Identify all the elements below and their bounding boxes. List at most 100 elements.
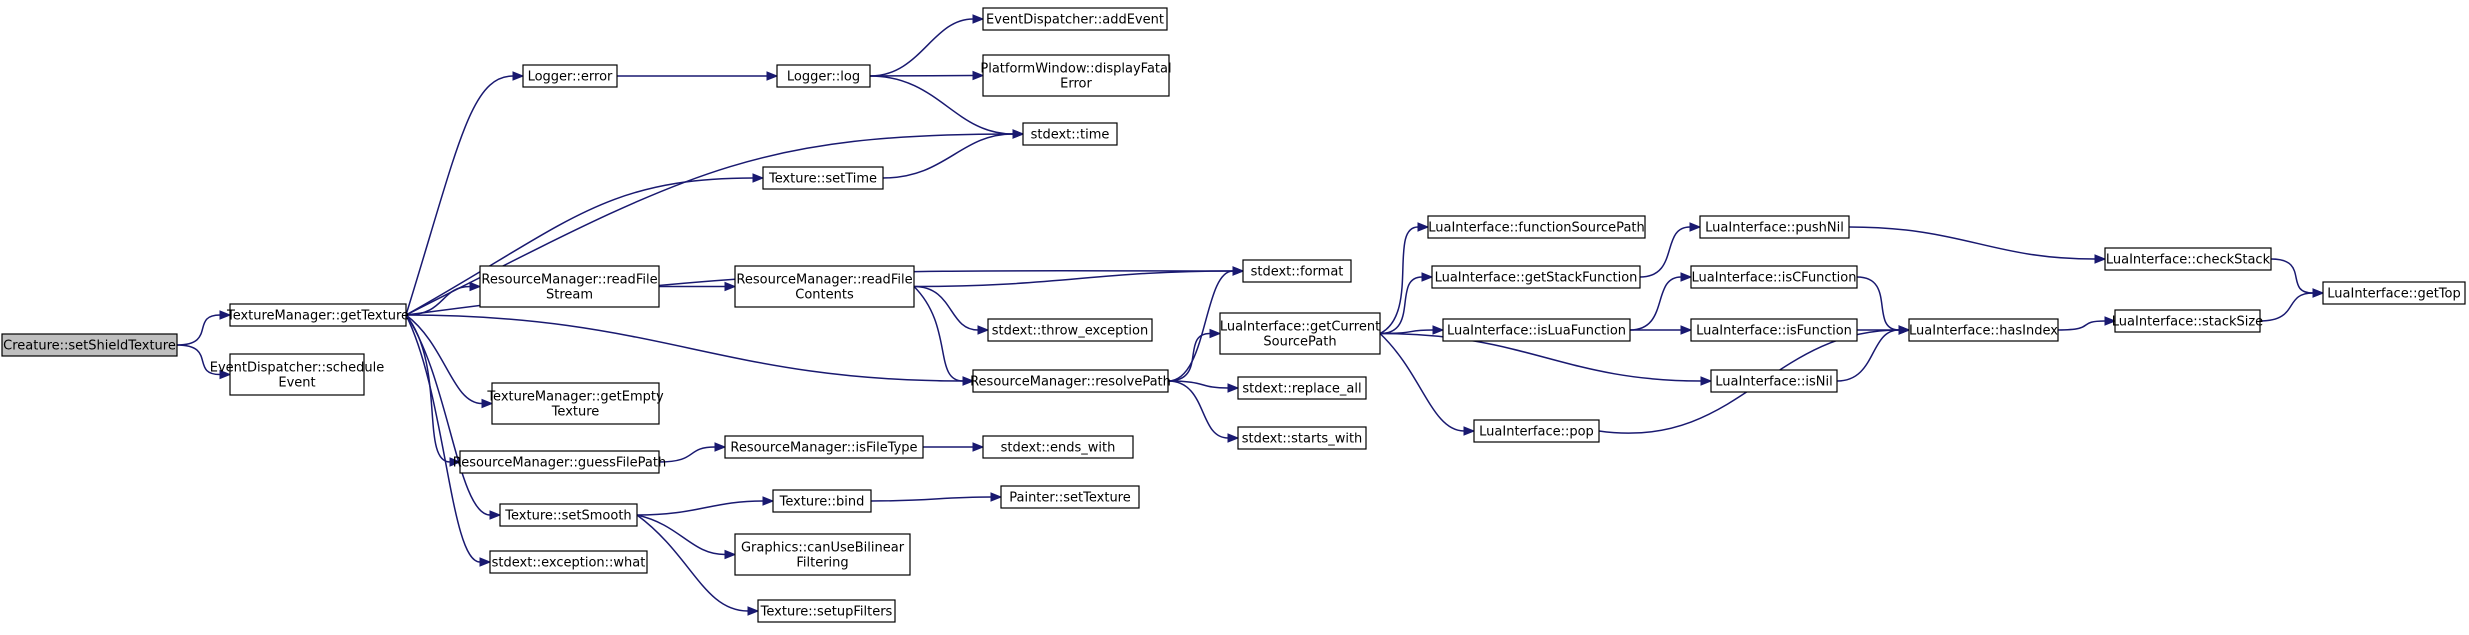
node-box [1690,265,1858,289]
graph-node-tex-bind[interactable]: Texture::bind [772,489,872,513]
graph-node-lua-isLuaFunction[interactable]: LuaInterface::isLuaFunction [1442,318,1631,342]
node-box [1000,485,1140,509]
arrowhead [972,70,985,81]
node-label: LuaInterface::getStackFunction [1435,271,1638,286]
graph-node-lua-checkStack[interactable]: LuaInterface::checkStack [2104,247,2272,271]
node-box [982,7,1168,31]
graph-edge [1167,380,1240,443]
node-label: stdext::replace_all [1242,382,1361,397]
graph-node-ed-addEvent[interactable]: EventDispatcher::addEvent [982,7,1168,31]
node-box [734,265,915,308]
arrowhead [747,606,760,616]
node-box [982,54,1170,97]
graph-edge [1639,222,1702,278]
graph-edge [869,70,985,81]
arrowhead [219,310,232,320]
node-box [1427,215,1646,239]
graph-node-rm-resolvePath[interactable]: ResourceManager::resolvePath [970,369,1171,393]
graph-node-stdext-what[interactable]: stdext::exception::what [489,550,648,574]
graph-node-tex-setupFilters[interactable]: Texture::setupFilters [757,599,896,623]
arrowhead [1421,272,1434,282]
node-label: SourcePath [1263,335,1336,350]
arrowhead [1680,325,1693,335]
node-label: stdext::exception::what [492,556,646,571]
graph-node-logger-log[interactable]: Logger::log [776,64,871,88]
graph-edge [882,129,1025,179]
graph-node-tm-getTexture[interactable]: TextureManager::getTexture [226,303,409,327]
node-box [1242,259,1352,283]
node-label: EventDispatcher::schedule [210,361,384,376]
graph-edge [913,285,990,335]
arrowhead [2312,288,2325,298]
graph-edge [869,14,985,77]
node-label: LuaInterface::isNil [1715,375,1833,390]
node-label: Logger::error [528,70,613,85]
graph-edge [405,314,492,567]
graph-node-stdext-replace[interactable]: stdext::replace_all [1237,376,1367,400]
node-label: Event [278,376,315,391]
graph-node-root[interactable]: Creature::setShieldTexture [1,333,178,357]
graph-node-lua-hasIndex[interactable]: LuaInterface::hasIndex [1908,318,2059,342]
node-label: stdext::format [1251,265,1344,280]
graph-node-lua-pushNil[interactable]: LuaInterface::pushNil [1699,215,1850,239]
graph-node-stdext-ends[interactable]: stdext::ends_with [982,435,1134,459]
graph-edge [1379,332,1713,386]
arrowhead [752,173,765,183]
graph-edge [405,173,765,316]
node-label: ResourceManager::isFileType [730,441,917,456]
arrowhead [972,14,985,24]
graph-node-lua-getTop[interactable]: LuaInterface::getTop [2322,281,2466,305]
node-label: TextureManager::getTexture [226,309,409,324]
node-label: LuaInterface::isCFunction [1692,271,1857,286]
graph-node-lua-pop[interactable]: LuaInterface::pop [1473,419,1600,443]
node-label: LuaInterface::isFunction [1696,324,1852,339]
node-label: Filtering [796,556,848,571]
node-label: Stream [546,288,593,303]
arrowhead [1227,433,1240,443]
node-box [2114,309,2261,333]
graph-node-tex-setTime[interactable]: Texture::setTime [762,166,884,190]
graph-node-stdext-throw[interactable]: stdext::throw_exception [987,318,1153,342]
graph-edge [1630,325,1693,335]
graph-node-logger-error[interactable]: Logger::error [522,64,618,88]
arrowhead [1209,328,1222,339]
node-label: Texture::setSmooth [504,509,631,524]
node-box [1908,318,2059,342]
node-box [1,333,178,357]
graph-edge [1848,226,2107,264]
graph-node-stdext-starts[interactable]: stdext::starts_with [1237,426,1367,450]
node-label: ResourceManager::readFile [736,273,912,288]
node-box [499,503,638,527]
graph-node-stdext-time[interactable]: stdext::time [1022,122,1118,146]
graph-node-painter-setTexture[interactable]: Painter::setTexture [1000,485,1140,509]
graph-node-lua-isFunction[interactable]: LuaInterface::isFunction [1690,318,1858,342]
graph-node-lua-isNil[interactable]: LuaInterface::isNil [1710,369,1838,393]
node-label: Texture::setTime [768,172,877,187]
node-box [1473,419,1600,443]
graph-node-lua-isCFunction[interactable]: LuaInterface::isCFunction [1690,265,1858,289]
node-label: PlatformWindow::displayFatal [980,62,1171,77]
graph-node-lua-funcSourcePath[interactable]: LuaInterface::functionSourcePath [1427,215,1646,239]
graph-edge [2259,288,2325,322]
graph-node-tex-setSmooth[interactable]: Texture::setSmooth [499,503,638,527]
arrowhead [1012,129,1025,139]
arrowhead [1232,266,1245,276]
graph-node-rm-guess[interactable]: ResourceManager::guessFilePath [453,450,666,474]
node-box [229,303,407,327]
node-label: Graphics::canUseBilinear [741,541,905,556]
graph-node-lua-getStackFunction[interactable]: LuaInterface::getStackFunction [1431,265,1641,289]
graph-node-lua-stackSize[interactable]: LuaInterface::stackSize [2112,309,2263,333]
arrowhead [1463,426,1476,436]
node-box [1237,426,1367,450]
graph-node-stdext-format[interactable]: stdext::format [1242,259,1352,283]
node-label: LuaInterface::stackSize [2112,315,2263,330]
graph-node-rm-isFileType[interactable]: ResourceManager::isFileType [724,435,924,459]
node-label: LuaInterface::pushNil [1705,221,1844,236]
